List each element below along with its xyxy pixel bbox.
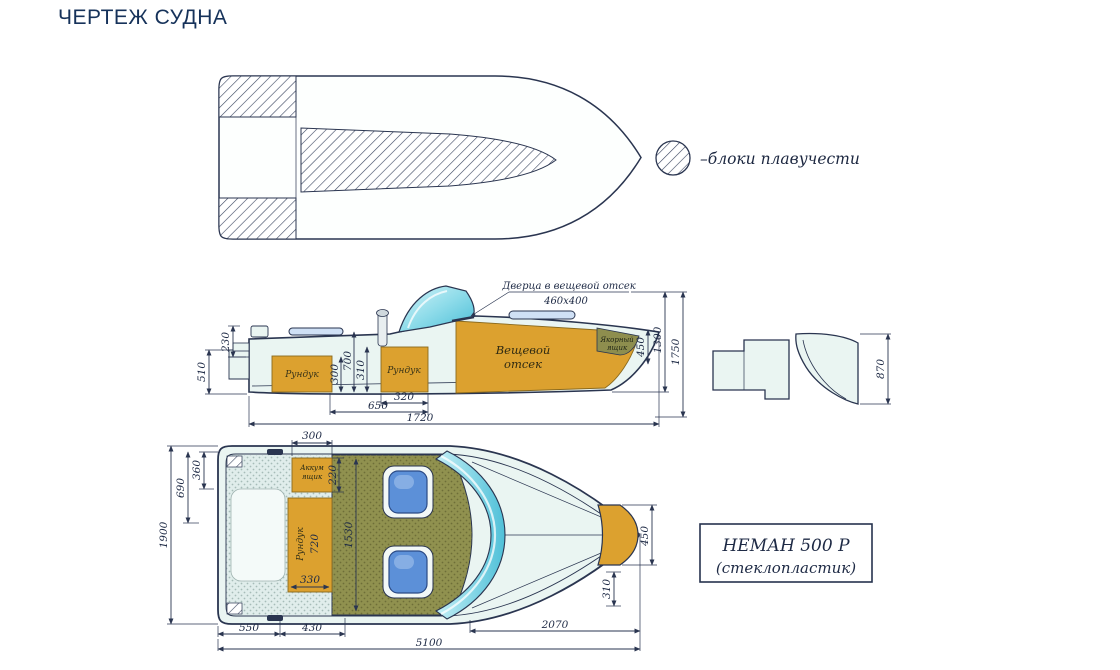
steering-console: [377, 312, 388, 347]
battery-box-label-1: Аккум: [299, 464, 324, 472]
door-note: Дверца в вещевой отсек: [501, 281, 636, 292]
dim-5100: 5100: [416, 637, 443, 649]
dim-1300: 1300: [652, 326, 664, 353]
stern-fitting: [250, 325, 269, 338]
inner-gunwale-line: [225, 453, 631, 617]
steering-wheel: [376, 309, 389, 317]
dim-330: 330: [300, 574, 320, 586]
side-view-dimensions: 230 510 300 700 310 320 650: [196, 291, 687, 427]
legend-hatch-swatch: [655, 140, 691, 176]
dim-700: 700: [342, 351, 354, 371]
dim-230: 230: [220, 332, 232, 353]
page-title: ЧЕРТЕЖ СУДНА: [58, 6, 228, 29]
dim-1720: 1720: [407, 412, 434, 424]
door-size: 460x400: [543, 296, 588, 307]
anchor-box: [596, 327, 640, 356]
dim-720: 720: [309, 534, 321, 554]
windshield-plan: [434, 450, 506, 620]
hull-bottom-view: [218, 75, 642, 240]
dim-1750: 1750: [670, 338, 682, 365]
legend: –блоки плавучести: [655, 140, 860, 176]
dim-2070: 2070: [541, 619, 569, 631]
stern-well: [230, 488, 286, 582]
dim-300-plan: 300: [302, 430, 322, 442]
section-dimensions: 870: [860, 333, 891, 405]
runduk-mid-label: Рундук: [386, 366, 421, 376]
dim-550: 550: [239, 622, 259, 634]
dim-310-plan: 310: [601, 579, 613, 599]
model-name-box: НЕМАН 500 Р (стеклопластик): [699, 523, 873, 583]
door-annotation: Дверца в вещевой отсек 460x400: [470, 281, 636, 317]
stowage-label-2: отсек: [504, 357, 542, 371]
dim-320: 320: [394, 391, 414, 403]
dim-690: 690: [175, 478, 187, 498]
buoyancy-block-center: [300, 127, 557, 193]
seat-forward: [382, 465, 434, 519]
dim-220: 220: [327, 465, 339, 486]
dim-450-side: 450: [635, 337, 647, 358]
section-hull-panel: [795, 332, 859, 405]
stowage-door: [451, 315, 475, 323]
grab-rail-bow: [508, 310, 576, 320]
anchor-label-2: ящик: [607, 344, 628, 352]
dim-1900: 1900: [158, 521, 170, 548]
dim-450-plan: 450: [639, 526, 651, 547]
dim-1530: 1530: [343, 521, 355, 548]
stern-block-starboard: [226, 602, 243, 615]
plan-view-dimensions: 300 220 360 690 1900 1530: [158, 430, 657, 652]
dim-360: 360: [191, 460, 203, 480]
grab-rail-aft: [288, 327, 344, 336]
buoyancy-block-top: [218, 75, 297, 118]
dim-310: 310: [355, 360, 367, 380]
runduk-left: [271, 355, 333, 393]
dim-510: 510: [196, 362, 208, 382]
model-name: НЕМАН 500 Р: [721, 536, 850, 556]
cleat-starboard: [267, 615, 283, 621]
runduk-plan: [287, 497, 333, 593]
stern-block-port: [226, 455, 243, 468]
buoyancy-block-bottom: [218, 197, 297, 240]
dim-650: 650: [368, 400, 388, 412]
runduk-left-label: Рундук: [284, 370, 319, 380]
transom-section-view: 870: [712, 332, 891, 405]
deck-plan-view: Аккум ящик Рундук 720 330: [158, 430, 657, 652]
dim-300: 300: [329, 364, 341, 384]
motor-bracket: [228, 349, 250, 380]
side-view: Рундук Рундук Вещевой отсек Якорный ящик…: [196, 281, 687, 427]
bow-hatch: [597, 504, 639, 566]
section-bracket: [712, 339, 790, 400]
transom-plate: [232, 342, 250, 352]
stowage-label-1: Вещевой: [495, 343, 551, 357]
anchor-label-1: Якорный: [599, 336, 634, 344]
battery-box-label-2: ящик: [302, 473, 323, 481]
dim-430: 430: [301, 622, 322, 634]
seat-aft: [382, 545, 434, 599]
battery-box: [291, 457, 333, 493]
dim-870: 870: [875, 359, 887, 379]
model-material: (стеклопластик): [716, 559, 856, 577]
legend-label: –блоки плавучести: [700, 150, 860, 168]
cleat-port: [267, 449, 283, 455]
runduk-mid: [380, 346, 429, 393]
runduk-plan-label: Рундук: [296, 527, 306, 562]
